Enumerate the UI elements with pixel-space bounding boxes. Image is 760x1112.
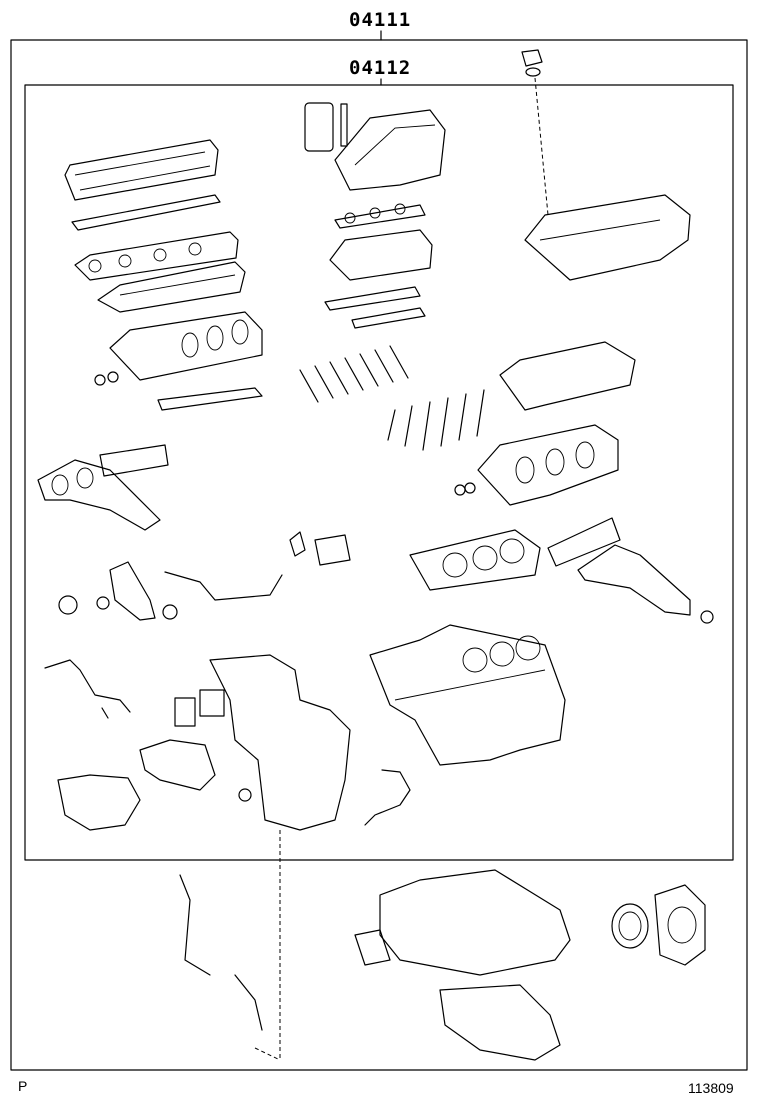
plug-seal-right: [454, 484, 466, 496]
exhaust-gasket-left: [157, 387, 263, 411]
gasket-strip-left: [71, 194, 221, 231]
water-bypass-pipe: [164, 571, 283, 601]
oil-pipe-left: [44, 659, 131, 713]
exhaust-ring-right: [700, 610, 714, 624]
right-bank-upper-parts: [454, 49, 691, 506]
diagram-number: 113809: [688, 1080, 734, 1096]
kit-frames: [10, 30, 748, 1071]
inner-kit-label[interactable]: 04112: [349, 57, 412, 79]
cylinder-block-outline: [369, 624, 566, 766]
middle-row-parts: [37, 444, 714, 624]
outer-kit-only-parts: [179, 869, 706, 1061]
timing-cover-parts: [44, 654, 411, 831]
oil-pump-gasket: [139, 739, 216, 791]
intake-manifold-parts: [304, 102, 446, 329]
dipstick-guide: [179, 874, 263, 1031]
cam-housing-left: [97, 261, 246, 313]
inner-kit-frame: [24, 84, 734, 861]
valve-cover-right: [524, 194, 691, 281]
leader-lines: [254, 77, 549, 1061]
footer-left-code: P: [18, 1078, 28, 1094]
intake-plenum: [334, 109, 446, 191]
exhaust-manifold-left: [37, 459, 161, 531]
cam-cap-row-left: [74, 231, 239, 281]
cylinder-block: [369, 624, 566, 766]
plug-seal-left: [94, 374, 106, 386]
cover-gasket-small: [174, 697, 196, 727]
outer-kit-label[interactable]: 04111: [349, 9, 412, 31]
left-bank-upper-parts: [64, 139, 263, 411]
oil-pan-upper: [379, 869, 571, 976]
exhaust-gasket-right: [547, 517, 621, 567]
valve-set: [299, 345, 485, 451]
cam-housing-right: [499, 341, 636, 411]
timing-chain-cover: [209, 654, 351, 831]
exhaust-gasket-center: [99, 444, 169, 477]
throttle-gasket: [304, 102, 334, 152]
oil-filler-cap: [521, 49, 543, 67]
water-inlet-gaskets: [289, 531, 351, 566]
oil-strainer: [354, 929, 391, 966]
head-gasket: [409, 529, 541, 591]
rear-seal-retainer: [654, 884, 706, 966]
oil-pan-lower: [439, 984, 561, 1061]
intake-gasket-set: [334, 204, 426, 229]
intake-port-gasket: [324, 286, 426, 329]
coolant-parts: [58, 531, 351, 621]
crankshaft-oil-seal: [611, 903, 649, 949]
timing-cover-lower: [57, 774, 141, 831]
outer-kit-frame: [10, 39, 748, 1071]
lower-intake-manifold: [329, 229, 433, 281]
water-outlet: [109, 561, 156, 621]
valve-cover-gasket-left: [64, 139, 219, 201]
cover-gasket-square: [199, 689, 225, 717]
cylinder-head-left: [109, 311, 263, 381]
oil-pipe-right: [364, 769, 411, 826]
cylinder-head-right: [477, 424, 619, 506]
exhaust-manifold-right: [577, 544, 691, 616]
